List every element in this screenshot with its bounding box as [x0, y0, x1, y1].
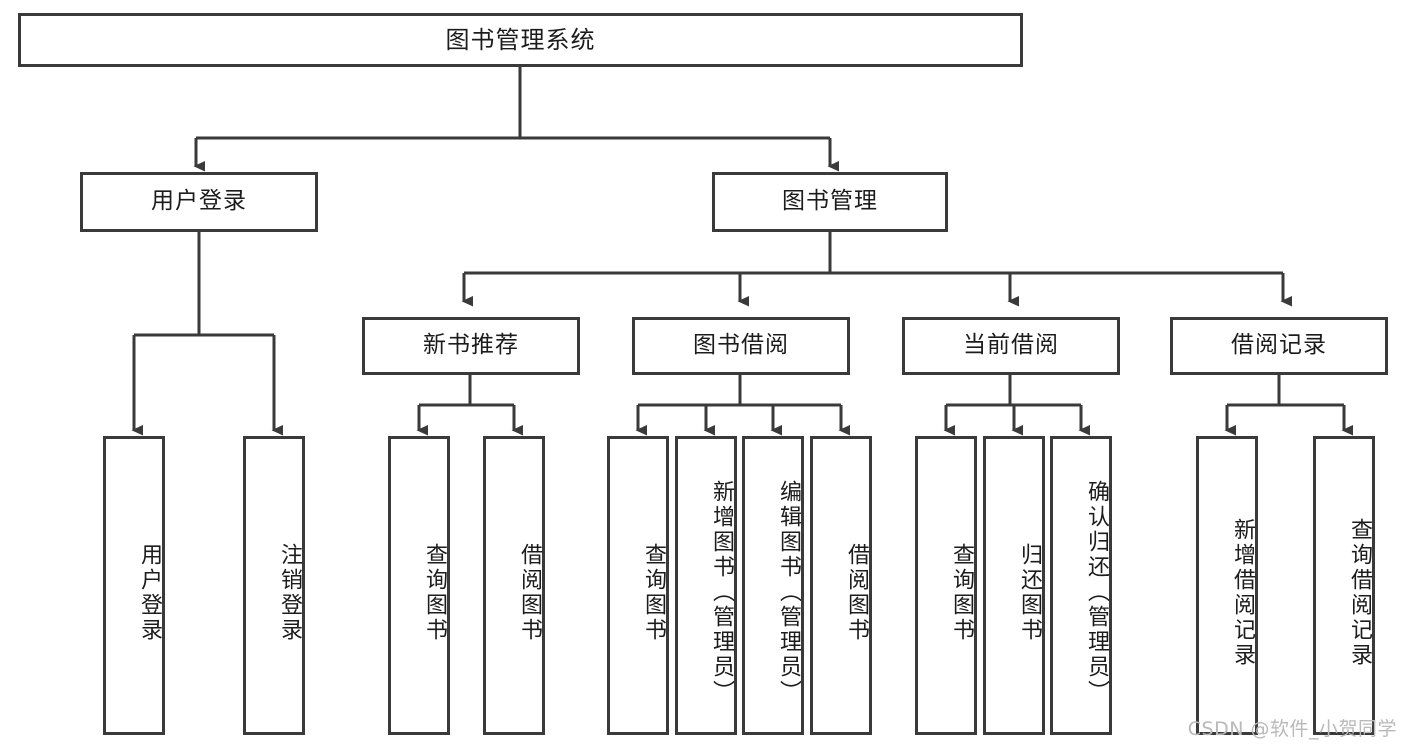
node-label: 图书借阅 — [693, 332, 789, 359]
node-label: 借阅记录 — [1231, 332, 1327, 359]
node-label: 当前借阅 — [963, 332, 1059, 359]
node-label: 图书管理系统 — [445, 25, 596, 54]
node-label: 用户登录 — [151, 188, 247, 215]
node-label: 查询图书 — [641, 542, 666, 643]
node-label: 图书管理 — [782, 188, 878, 215]
node-borrow-record[interactable]: 借阅记录 — [1170, 317, 1388, 375]
watermark-text: CSDN @软件_小贺同学 — [1187, 718, 1397, 740]
node-label: 借阅图书 — [844, 542, 869, 643]
node-label: 新书推荐 — [423, 332, 519, 359]
leaf-new-book-borrow-book[interactable]: 借阅图书 — [483, 436, 545, 735]
leaf-user-login-logout[interactable]: 注销登录 — [243, 436, 305, 735]
node-label: 编辑图书（管理员） — [776, 480, 801, 705]
leaf-current-borrow-confirm-return-admin[interactable]: 确认归还（管理员） — [1050, 436, 1112, 735]
node-current-borrow[interactable]: 当前借阅 — [902, 317, 1120, 375]
node-label: 查询借阅记录 — [1347, 517, 1372, 668]
leaf-book-borrow-borrow-book[interactable]: 借阅图书 — [810, 436, 872, 735]
leaf-current-borrow-return-book[interactable]: 归还图书 — [983, 436, 1045, 735]
node-new-book-recommend[interactable]: 新书推荐 — [362, 317, 580, 375]
leaf-user-login-login[interactable]: 用户登录 — [103, 436, 165, 735]
node-label: 确认归还（管理员） — [1084, 480, 1109, 705]
node-label: 归还图书 — [1017, 542, 1042, 643]
node-label: 用户登录 — [137, 542, 162, 643]
node-book-management[interactable]: 图书管理 — [712, 172, 948, 232]
leaf-borrow-record-query-record[interactable]: 查询借阅记录 — [1313, 436, 1375, 735]
node-label: 借阅图书 — [517, 542, 542, 643]
node-label: 注销登录 — [277, 542, 302, 643]
leaf-borrow-record-add-record[interactable]: 新增借阅记录 — [1196, 436, 1258, 735]
node-label: 查询图书 — [422, 542, 447, 643]
node-root-book-management-system[interactable]: 图书管理系统 — [18, 13, 1023, 67]
node-label: 新增图书（管理员） — [709, 480, 734, 705]
leaf-book-borrow-query-book[interactable]: 查询图书 — [607, 436, 669, 735]
node-label: 查询图书 — [949, 542, 974, 643]
node-user-login[interactable]: 用户登录 — [80, 172, 318, 232]
leaf-book-borrow-edit-book-admin[interactable]: 编辑图书（管理员） — [742, 436, 804, 735]
leaf-new-book-query-book[interactable]: 查询图书 — [388, 436, 450, 735]
node-book-borrow[interactable]: 图书借阅 — [632, 317, 850, 375]
node-label: 新增借阅记录 — [1230, 517, 1255, 668]
leaf-book-borrow-add-book-admin[interactable]: 新增图书（管理员） — [675, 436, 737, 735]
leaf-current-borrow-query-book[interactable]: 查询图书 — [915, 436, 977, 735]
